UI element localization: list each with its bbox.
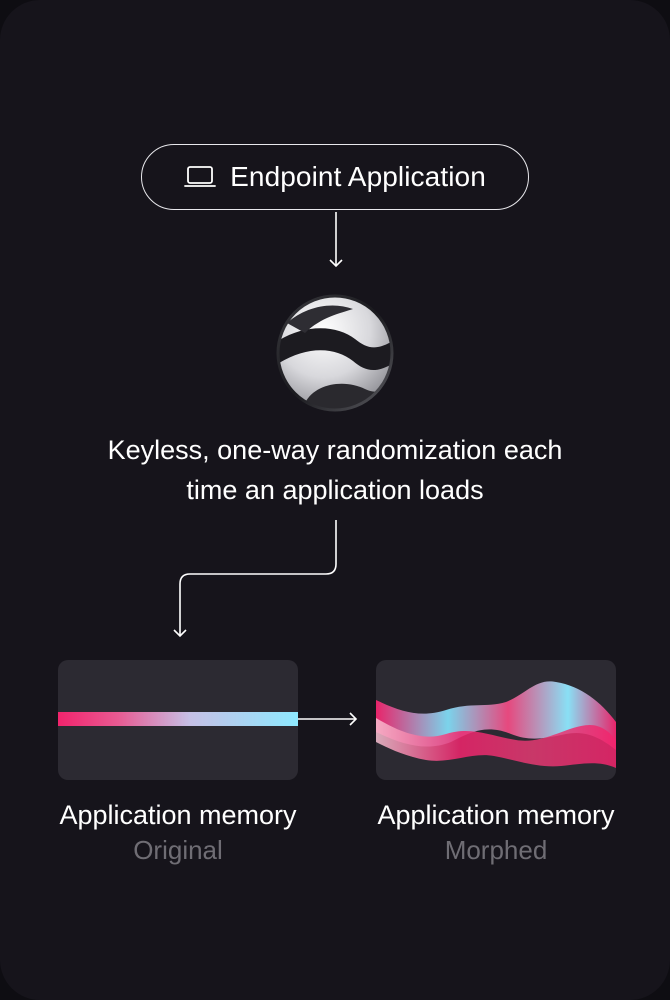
memory-original-state: Original: [133, 835, 223, 865]
morphed-memory-wave: [376, 681, 616, 768]
randomization-description: Keyless, one-way randomization each time…: [40, 430, 630, 510]
memory-original-label: Application memory Original: [18, 798, 338, 868]
memory-original-title: Application memory: [59, 800, 297, 830]
laptop-icon: [184, 166, 217, 187]
endpoint-application-label: Endpoint Application: [230, 161, 486, 192]
memory-morphed-title: Application memory: [377, 800, 615, 830]
description-line-2: time an application loads: [186, 475, 484, 505]
memory-morphed-label: Application memory Morphed: [336, 798, 656, 868]
memory-morphed-state: Morphed: [444, 835, 548, 865]
morphing-logo-icon: [276, 294, 394, 412]
arrow-pill-to-logo: [329, 212, 343, 268]
description-line-1: Keyless, one-way randomization each: [107, 435, 563, 465]
original-memory-bar: [58, 712, 298, 726]
endpoint-application-node: Endpoint Application: [141, 144, 529, 210]
memory-morphed-panel: [376, 660, 616, 780]
arrow-text-to-original: [173, 520, 337, 638]
